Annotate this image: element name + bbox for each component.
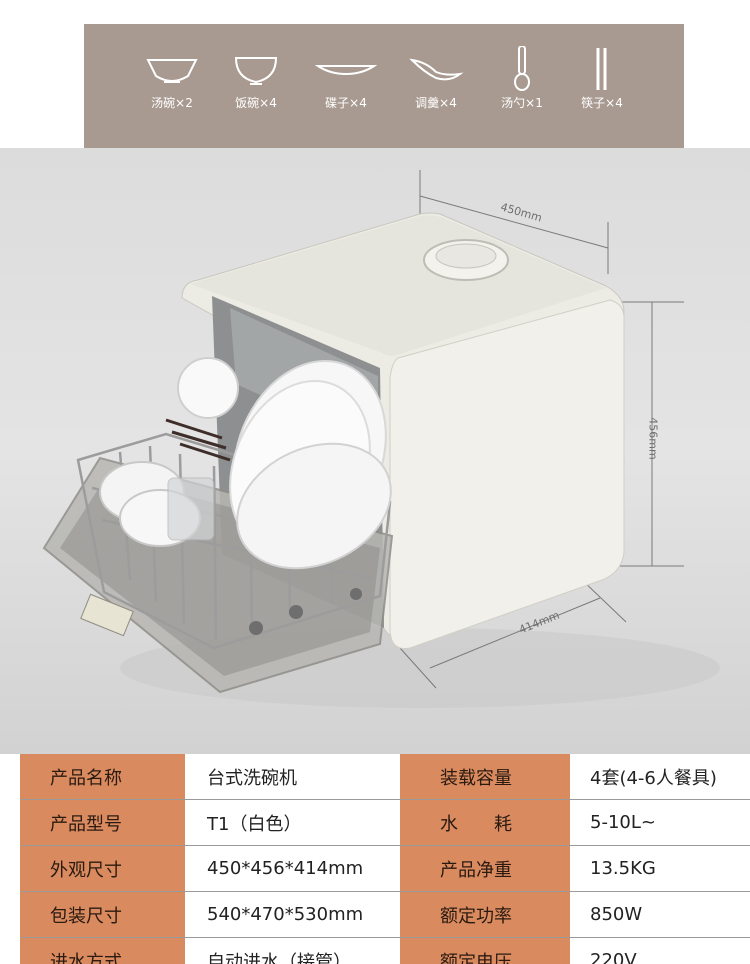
spec-label: 产品净重 [400, 845, 570, 892]
spec-value: T1（白色） [185, 799, 400, 846]
rice-bowl-icon [234, 57, 278, 85]
table-row: 产品名称 台式洗碗机 装载容量 4套(4-6人餐具) [20, 754, 750, 800]
spec-label: 包装尺寸 [20, 891, 185, 938]
spec-label: 水 耗 [400, 799, 570, 846]
plate-icon [314, 65, 378, 76]
table-row: 产品型号 T1（白色） 水 耗 5-10L~ [20, 799, 750, 846]
capacity-label: 饭碗×4 [235, 96, 277, 110]
dishwasher-illustration [42, 170, 720, 708]
spec-value: 台式洗碗机 [185, 754, 400, 800]
spec-label: 进水方式 [20, 937, 185, 964]
spec-value: 220V [570, 937, 750, 964]
capacity-label: 汤碗×2 [151, 96, 193, 110]
capacity-label: 筷子×4 [581, 96, 623, 110]
spec-value: 自动进水（接管） [185, 937, 400, 964]
capacity-banner: 汤碗×2 饭碗×4 碟子×4 调羹×4 汤勺×1 筷子×4 [84, 24, 684, 148]
chopsticks-icon [596, 48, 607, 90]
table-row: 进水方式 自动进水（接管） 额定电压 220V [20, 937, 750, 964]
capacity-item-ladle: 汤勺×1 [482, 24, 562, 148]
spec-value: 850W [570, 891, 750, 938]
spec-label: 额定功率 [400, 891, 570, 938]
table-row: 外观尺寸 450*456*414mm 产品净重 13.5KG [20, 845, 750, 892]
spec-value: 540*470*530mm [185, 891, 400, 938]
height-dimension-label: 456mm [646, 417, 660, 460]
spec-label: 外观尺寸 [20, 845, 185, 892]
soup-bowl-icon [146, 59, 198, 83]
capacity-item-rice-bowl: 饭碗×4 [216, 24, 296, 148]
spec-table: 产品名称 台式洗碗机 装载容量 4套(4-6人餐具) 产品型号 T1（白色） 水… [20, 754, 750, 964]
capacity-item-plate: 碟子×4 [306, 24, 386, 148]
table-row: 包装尺寸 540*470*530mm 额定功率 850W [20, 891, 750, 938]
capacity-label: 碟子×4 [325, 96, 367, 110]
spec-value: 5-10L~ [570, 799, 750, 846]
spec-label: 额定电压 [400, 937, 570, 964]
spec-value: 4套(4-6人餐具) [570, 754, 750, 800]
spoon-icon [409, 58, 464, 81]
capacity-label: 汤勺×1 [501, 96, 543, 110]
capacity-label: 调羹×4 [415, 96, 457, 110]
spec-label: 产品型号 [20, 799, 185, 846]
capacity-item-chopsticks: 筷子×4 [562, 24, 642, 148]
capacity-item-soup-bowl: 汤碗×2 [132, 24, 212, 148]
spec-label: 产品名称 [20, 754, 185, 800]
spec-value: 13.5KG [570, 845, 750, 892]
spec-label: 装载容量 [400, 754, 570, 800]
capacity-item-spoon: 调羹×4 [396, 24, 476, 148]
spec-value: 450*456*414mm [185, 845, 400, 892]
product-photo: 450mm 456mm 414mm [0, 148, 750, 754]
ladle-icon [514, 46, 530, 91]
